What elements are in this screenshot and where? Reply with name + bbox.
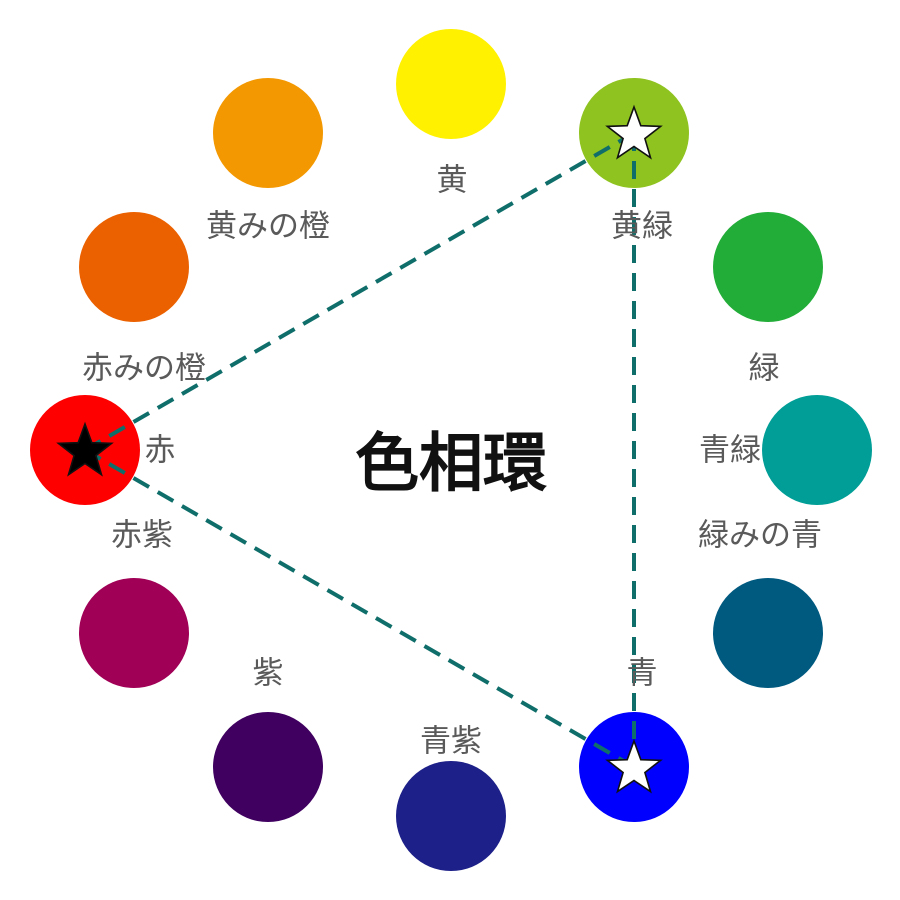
hue-label-greenish-blue: 緑みの青 — [698, 518, 822, 554]
hue-swatch-yellowish-orange — [213, 78, 323, 188]
triad-stars — [56, 104, 663, 794]
hue-swatch-green — [713, 212, 823, 322]
hue-label-blue-green: 青緑 — [699, 433, 761, 469]
hue-label-yellow-green: 黄緑 — [611, 209, 673, 245]
hue-swatch-greenish-blue — [713, 578, 823, 688]
hue-label-purple: 紫 — [253, 656, 284, 692]
hue-swatch-purple — [213, 712, 323, 822]
triad-line-red-yellow-green — [83, 131, 636, 452]
triad-lines — [83, 131, 636, 769]
hue-swatch-yellow — [396, 29, 506, 139]
hue-label-blue-purple: 青紫 — [420, 724, 482, 760]
filled-star-icon-red — [56, 421, 114, 477]
white-star-icon-blue — [605, 738, 663, 794]
hue-label-green: 緑 — [749, 351, 780, 387]
hue-label-blue: 青 — [627, 656, 658, 692]
wheel-title: 色相環 — [355, 428, 547, 502]
white-star-icon-yellow-green — [605, 104, 663, 160]
hue-label-reddish-orange: 赤みの橙 — [82, 351, 206, 387]
hue-swatch-reddish-orange — [79, 212, 189, 322]
hue-swatches — [30, 29, 872, 871]
hue-label-red: 赤 — [145, 433, 176, 469]
hue-label-yellow: 黄 — [437, 163, 468, 199]
hue-label-red-purple: 赤紫 — [111, 518, 173, 554]
hue-swatch-red-purple — [79, 578, 189, 688]
hue-swatch-blue-green — [762, 395, 872, 505]
triad-line-blue-red — [83, 448, 636, 769]
hue-swatch-blue-purple — [396, 761, 506, 871]
hue-label-yellowish-orange: 黄みの橙 — [206, 209, 330, 245]
